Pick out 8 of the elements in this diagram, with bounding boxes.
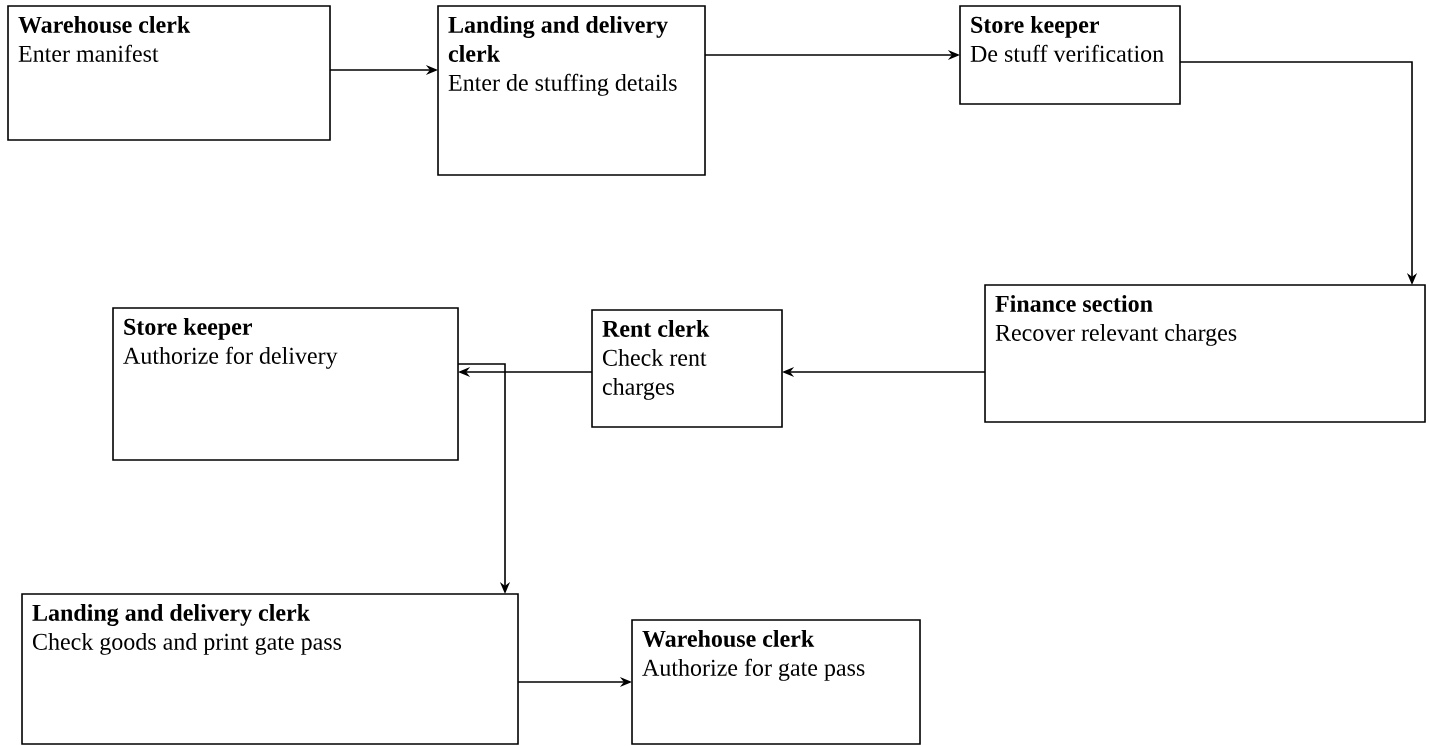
process-box: Finance section Recover relevant charges xyxy=(984,284,1426,423)
process-box: Rent clerk Check rent charges xyxy=(591,309,783,428)
process-box: Store keeper Authorize for delivery xyxy=(112,307,459,461)
process-box: Warehouse clerk Enter manifest xyxy=(7,5,331,141)
process-box: Warehouse clerk Authorize for gate pass xyxy=(631,619,921,745)
process-box: Landing and delivery clerk Enter de stuffing details xyxy=(437,5,706,176)
process-box: Store keeper De stuff verification xyxy=(959,5,1181,105)
process-box: Landing and delivery clerk Check goods and print gate pass xyxy=(21,593,519,745)
